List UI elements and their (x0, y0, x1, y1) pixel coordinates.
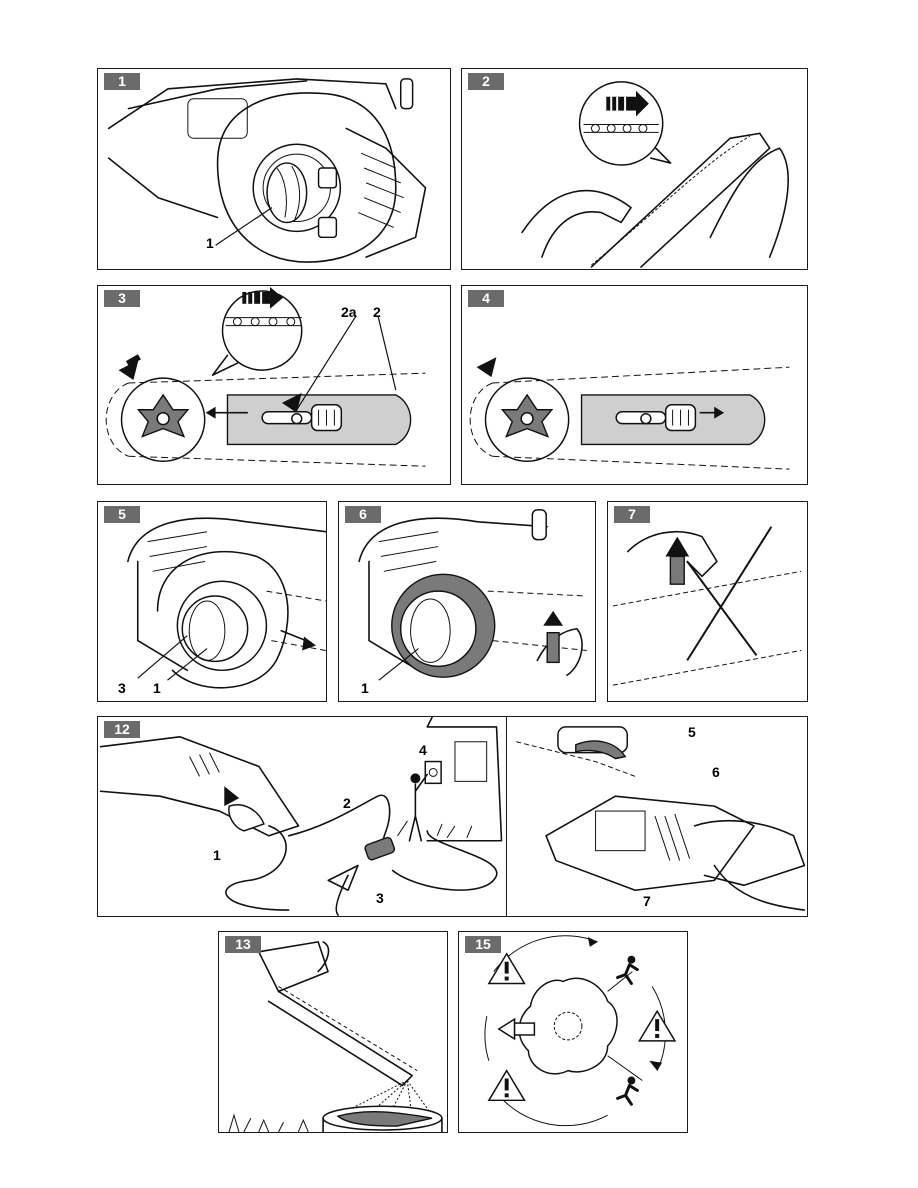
power-connection-illustration (98, 717, 807, 916)
chain-tensioned-illustration (462, 286, 807, 484)
running-person-icon (618, 956, 638, 984)
callout-7: 7 (643, 893, 651, 909)
figure-7: 7 (607, 501, 808, 702)
callout-5: 5 (688, 724, 696, 740)
chain-tension-illustration (98, 286, 450, 484)
figure-number: 5 (104, 506, 140, 523)
figure-number: 15 (465, 936, 501, 953)
cover-knob-illustration (98, 502, 326, 701)
warning-icon (489, 954, 525, 984)
callout-2: 2 (343, 795, 351, 811)
running-person-icon (618, 1077, 638, 1105)
figure-number: 7 (614, 506, 650, 523)
callout-1: 1 (153, 680, 161, 696)
figure-number: 1 (104, 73, 140, 90)
callout-4: 4 (419, 742, 427, 758)
arrow-icon (477, 357, 497, 377)
figure-number: 13 (225, 936, 261, 953)
warning-icon (489, 1071, 525, 1101)
figure-3: 3 2a 2 (97, 285, 451, 485)
chainsaw-side-cover-illustration (98, 69, 450, 269)
callout-2a: 2a (341, 304, 357, 320)
cover-tightened-illustration (339, 502, 595, 701)
figure-6: 6 1 (338, 501, 596, 702)
callout-3: 3 (376, 890, 384, 906)
figure-5: 5 3 1 (97, 501, 327, 702)
figure-2: 2 (461, 68, 808, 270)
felling-zone-diagram (459, 932, 687, 1132)
figure-number: 12 (104, 721, 140, 738)
callout-6: 6 (712, 764, 720, 780)
oil-spray-check-illustration (219, 932, 447, 1132)
chain-on-bar-illustration (462, 69, 807, 269)
figure-12: 12 4 2 1 3 5 6 7 (97, 716, 808, 917)
figure-15: 15 (458, 931, 688, 1133)
figure-number: 3 (104, 290, 140, 307)
figure-number: 2 (468, 73, 504, 90)
callout-1: 1 (361, 680, 369, 696)
figure-number: 6 (345, 506, 381, 523)
figure-1: 1 1 (97, 68, 451, 270)
callout-3: 3 (118, 680, 126, 696)
figure-4: 4 (461, 285, 808, 485)
callout-1: 1 (213, 847, 221, 863)
callout-1: 1 (206, 235, 214, 251)
figure-13: 13 (218, 931, 448, 1133)
cross-icon (687, 527, 771, 661)
arrow-icon (119, 354, 141, 380)
warning-icon (639, 1011, 675, 1041)
callout-2: 2 (373, 304, 381, 320)
incorrect-chain-tension-illustration (608, 502, 807, 701)
figure-number: 4 (468, 290, 504, 307)
